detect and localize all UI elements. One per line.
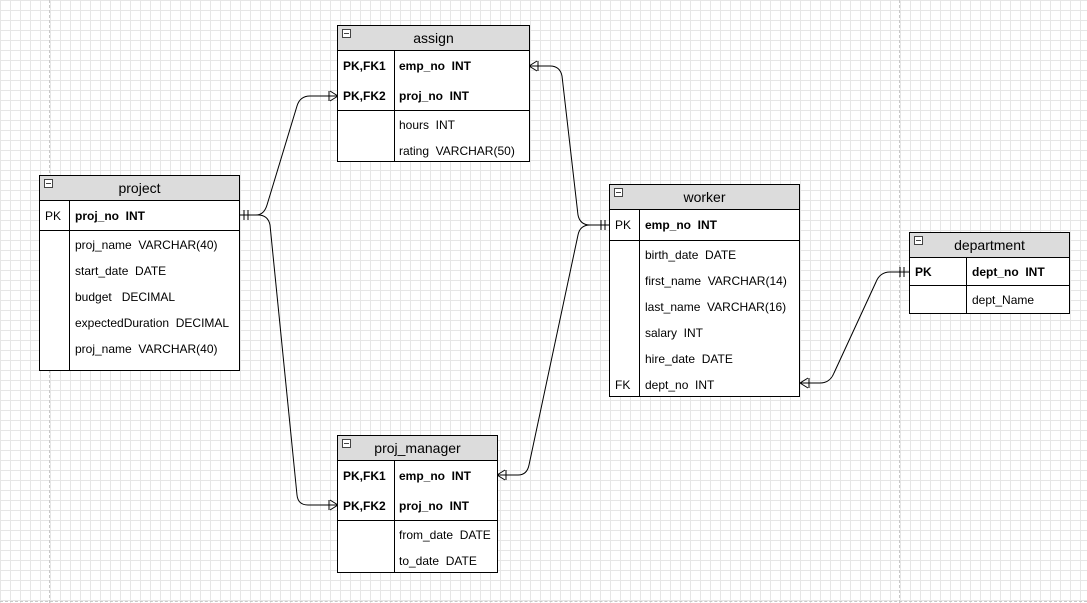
connector-project-assign[interactable] — [240, 90, 339, 220]
entity-worker[interactable]: worker PK emp_no INT birth_date DATE fir… — [609, 184, 800, 397]
attribute-row[interactable]: first_name VARCHAR(14) — [610, 268, 799, 294]
entity-title: department — [954, 237, 1025, 253]
attribute-row[interactable]: PK proj_no INT — [40, 201, 239, 230]
entity-proj-manager[interactable]: proj_manager PK,FK1 emp_no INT PK,FK2 pr… — [337, 435, 498, 573]
attribute-name: expectedDuration DECIMAL — [75, 316, 230, 330]
key-label: PK — [915, 264, 932, 279]
attribute-name: proj_name VARCHAR(40) — [75, 238, 218, 252]
entity-assign[interactable]: assign PK,FK1 emp_no INT PK,FK2 proj_no … — [337, 25, 530, 162]
attribute-section: birth_date DATE first_name VARCHAR(14) l… — [610, 241, 799, 396]
attribute-name: hire_date DATE — [645, 352, 733, 366]
page-boundary-guide — [899, 0, 900, 603]
attribute-row[interactable]: to_date DATE — [338, 548, 497, 574]
attribute-row[interactable]: FK dept_no INT — [610, 372, 799, 398]
attribute-name: dept_Name — [972, 292, 1035, 307]
attribute-name: first_name VARCHAR(14) — [645, 274, 787, 288]
entity-project[interactable]: project PK proj_no INT proj_name VARCHAR… — [39, 175, 240, 371]
attribute-name: emp_no INT — [645, 218, 718, 232]
attribute-row[interactable]: proj_name VARCHAR(40) — [40, 336, 239, 362]
entity-title: proj_manager — [374, 440, 461, 456]
key-label: PK,FK2 — [343, 499, 386, 513]
connector-worker-proj-manager[interactable] — [496, 224, 610, 481]
attribute-row[interactable]: hours INT — [338, 112, 529, 138]
attribute-name: from_date DATE — [399, 528, 491, 542]
entity-department[interactable]: department PK dept_no INT dept_Name — [909, 232, 1070, 314]
attribute-row[interactable]: PK,FK2 proj_no INT — [338, 491, 497, 521]
attribute-row[interactable]: expectedDuration DECIMAL — [40, 310, 239, 336]
attribute-section: proj_name VARCHAR(40) start_date DATE bu… — [40, 231, 239, 370]
attribute-name: proj_no INT — [399, 89, 469, 103]
attribute-row[interactable]: from_date DATE — [338, 522, 497, 548]
attribute-name: proj_no INT — [75, 208, 145, 223]
attribute-row[interactable]: dept_Name — [910, 286, 1069, 313]
attribute-row[interactable]: rating VARCHAR(50) — [338, 138, 529, 164]
attribute-name: birth_date DATE — [645, 248, 737, 262]
connector-project-proj-manager[interactable] — [240, 214, 339, 511]
attribute-name: emp_no INT — [399, 59, 472, 73]
attribute-row[interactable]: PK emp_no INT — [610, 210, 799, 240]
attribute-section: dept_Name — [910, 286, 1069, 313]
attribute-name: start_date DATE — [75, 264, 167, 278]
key-section: PK emp_no INT — [610, 210, 799, 241]
collapse-icon[interactable] — [614, 188, 623, 197]
key-section: PK dept_no INT — [910, 258, 1069, 286]
collapse-icon[interactable] — [342, 29, 351, 38]
key-label: FK — [615, 378, 631, 392]
entity-header[interactable]: assign — [338, 26, 529, 51]
attribute-row[interactable]: start_date DATE — [40, 258, 239, 284]
attribute-name: proj_no INT — [399, 499, 469, 513]
attribute-name: budget DECIMAL — [75, 290, 176, 304]
attribute-row[interactable]: salary INT — [610, 320, 799, 346]
attribute-name: to_date DATE — [399, 554, 477, 568]
entity-title: worker — [683, 189, 726, 205]
entity-header[interactable]: proj_manager — [338, 436, 497, 461]
attribute-section: from_date DATE to_date DATE — [338, 521, 497, 572]
key-label: PK,FK1 — [343, 469, 386, 483]
entity-title: assign — [413, 30, 454, 46]
entity-header[interactable]: department — [910, 233, 1069, 258]
entity-header[interactable]: worker — [610, 185, 799, 210]
key-label: PK — [615, 218, 632, 232]
collapse-icon[interactable] — [44, 179, 53, 188]
key-section: PK,FK1 emp_no INT PK,FK2 proj_no INT — [338, 51, 529, 111]
attribute-name: dept_no INT — [972, 264, 1045, 279]
entity-title: project — [118, 180, 161, 196]
attribute-section: hours INT rating VARCHAR(50) — [338, 111, 529, 161]
attribute-row[interactable]: birth_date DATE — [610, 242, 799, 268]
collapse-icon[interactable] — [342, 439, 351, 448]
attribute-row[interactable]: last_name VARCHAR(16) — [610, 294, 799, 320]
attribute-name: last_name VARCHAR(16) — [645, 300, 787, 314]
key-label: PK,FK1 — [343, 59, 386, 73]
attribute-row[interactable]: proj_name VARCHAR(40) — [40, 232, 239, 258]
attribute-row[interactable]: budget DECIMAL — [40, 284, 239, 310]
key-label: PK — [45, 208, 62, 223]
connector-department-worker[interactable] — [799, 267, 910, 389]
attribute-row[interactable]: PK,FK1 emp_no INT — [338, 51, 529, 81]
attribute-name: hours INT — [399, 118, 456, 132]
collapse-icon[interactable] — [914, 236, 923, 245]
key-label: PK,FK2 — [343, 89, 386, 103]
key-section: PK proj_no INT — [40, 201, 239, 231]
key-section: PK,FK1 emp_no INT PK,FK2 proj_no INT — [338, 461, 497, 521]
attribute-name: rating VARCHAR(50) — [399, 144, 515, 158]
attribute-name: salary INT — [645, 326, 704, 340]
connector-worker-assign[interactable] — [528, 60, 610, 230]
attribute-name: proj_name VARCHAR(40) — [75, 342, 218, 356]
attribute-row[interactable]: PK,FK2 proj_no INT — [338, 81, 529, 111]
attribute-row[interactable]: PK,FK1 emp_no INT — [338, 461, 497, 491]
entity-header[interactable]: project — [40, 176, 239, 201]
attribute-row[interactable]: PK dept_no INT — [910, 258, 1069, 285]
attribute-name: dept_no INT — [645, 378, 715, 392]
attribute-name: emp_no INT — [399, 469, 472, 483]
attribute-row[interactable]: hire_date DATE — [610, 346, 799, 372]
page-boundary-guide — [0, 601, 1087, 602]
